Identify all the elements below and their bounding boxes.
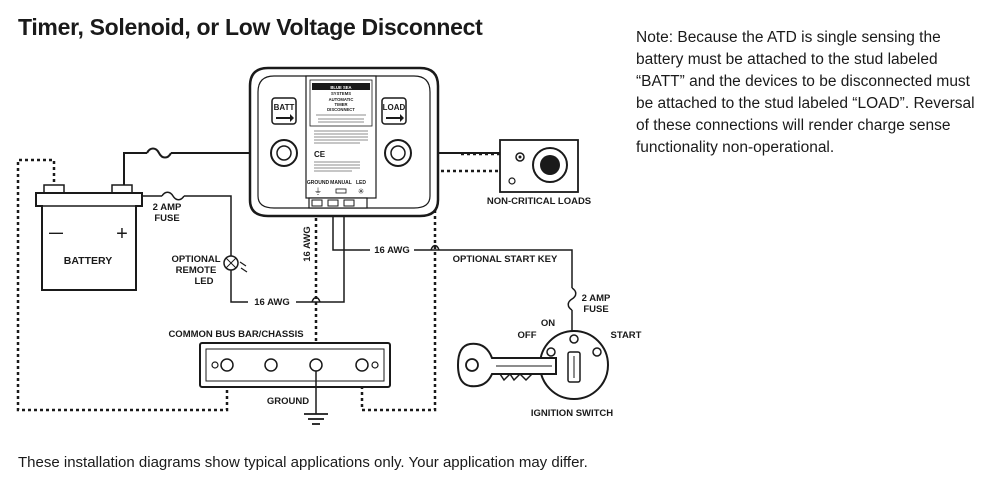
on-label: ON [541,318,555,329]
battery-minus-sign: — [49,224,63,240]
terminal-led-label: LED [356,180,366,186]
load-stud [384,139,412,167]
remote-led [223,255,248,273]
start-key-label: OPTIONAL START KEY [453,254,558,265]
svg-text:✳: ✳ [358,187,365,196]
ignition-label: IGNITION SWITCH [531,408,613,419]
fuse-right-label-1: 2 AMP [582,293,611,304]
batt-stud-label: BATT [271,97,297,125]
fuse-right-label-2: FUSE [583,304,608,315]
awg-upper-label: 16 AWG [374,245,410,256]
installation-note: Note: Because the ATD is single sensing … [636,29,975,156]
bus-bar [199,342,391,388]
non-critical-loads [499,139,579,193]
battery-label: BATTERY [64,255,112,267]
solid-wires [123,147,577,340]
awg-vertical-label: 16 AWG [302,226,313,262]
atd-heading-3: DISCONNECT [327,107,355,112]
terminal-manual-label: MANUAL [330,180,352,186]
diagram-title: Timer, Solenoid, or Low Voltage Disconne… [18,14,483,40]
remote-led-label-1: OPTIONAL [171,254,220,265]
battery-plus-sign: + [116,223,128,245]
footer-disclaimer: These installation diagrams show typical… [18,454,588,471]
ground-label: GROUND [267,396,309,407]
remote-led-label-2: REMOTE [176,265,217,276]
atd-device: BLUE SEA SYSTEMS AUTOMATIC TIMER DISCONN… [248,66,440,218]
awg-horizontal-label: 16 AWG [254,297,290,308]
svg-text:BATT: BATT [274,103,295,112]
atd-brand: BLUE SEA [330,85,351,90]
start-label: START [611,330,642,341]
remote-led-label-3: LED [195,276,214,287]
atd-heading-1: AUTOMATIC [329,97,354,102]
svg-text:LOAD: LOAD [383,103,406,112]
ground-icon [304,371,328,425]
terminal-ground-label: GROUND [307,180,330,186]
load-stud-label: LOAD [381,97,407,125]
fuse-left-label-2: FUSE [154,213,179,224]
atd-brand-sub: SYSTEMS [331,91,351,96]
ce-mark: CE [314,150,326,159]
off-label: OFF [518,330,537,341]
batt-stud [270,139,298,167]
atd-heading-2: TIMER [334,102,347,107]
fuse-left-label-1: 2 AMP [153,202,182,213]
bus-bar-label: COMMON BUS BAR/CHASSIS [168,329,303,340]
svg-text:⏚: ⏚ [314,187,322,196]
key-icon [456,342,557,388]
loads-label: NON-CRITICAL LOADS [487,196,591,207]
battery: — + BATTERY [35,184,143,291]
